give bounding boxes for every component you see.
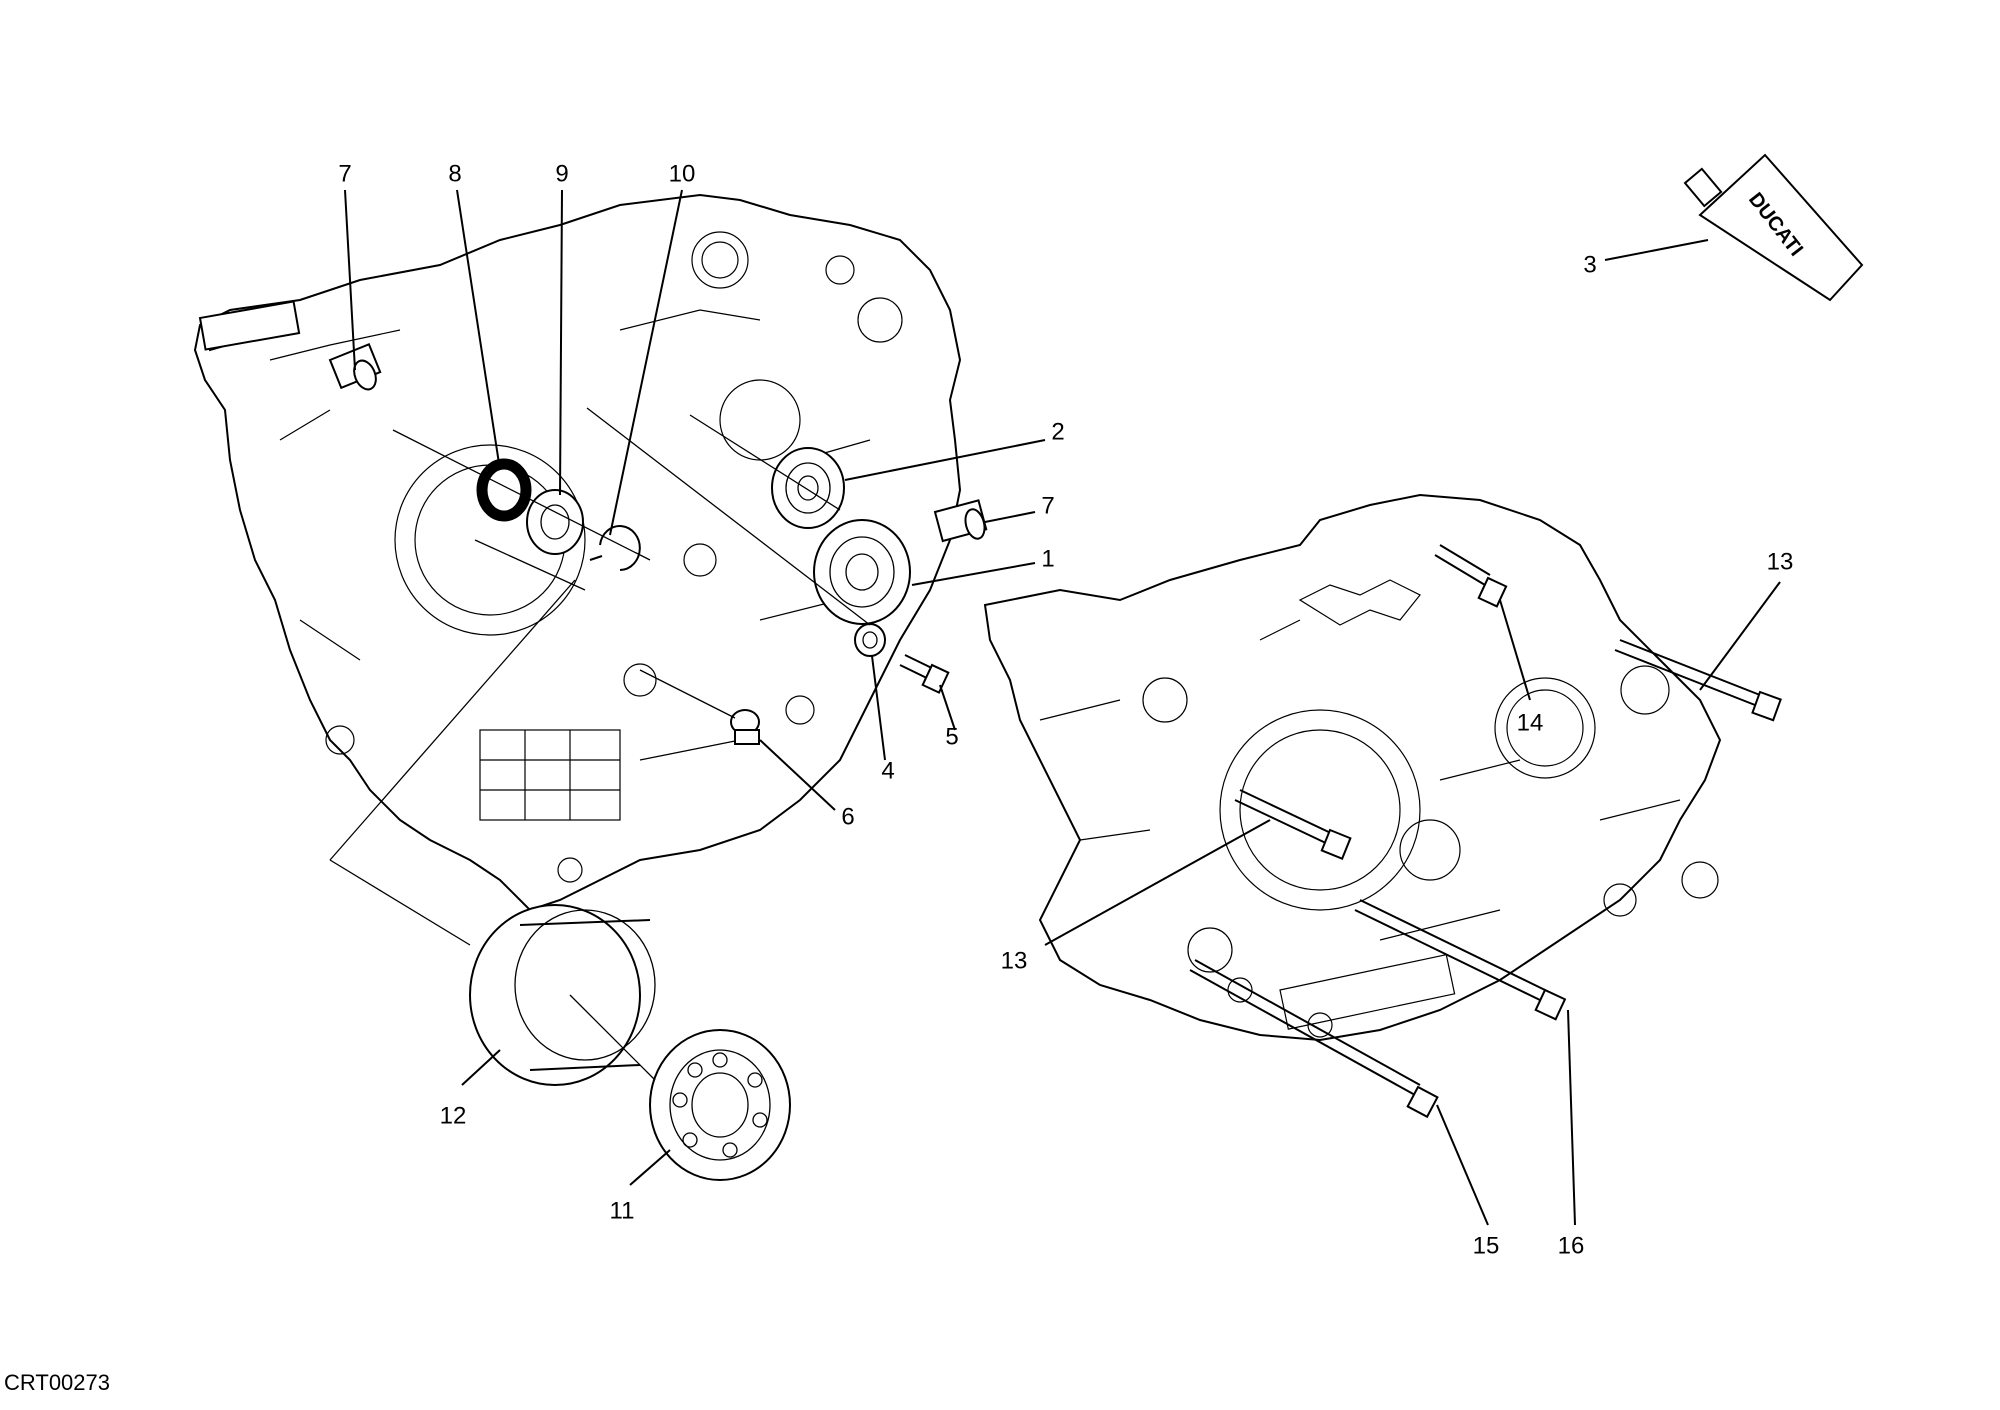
leader-lines (329, 189, 1781, 1226)
oil-seal-8 (476, 458, 532, 522)
callout-5: 5 (945, 723, 958, 750)
ball-bearing-1 (813, 519, 911, 625)
bolt-15 (1189, 959, 1439, 1119)
bolt-13-middle (1234, 789, 1352, 860)
callout-15: 15 (1473, 1232, 1500, 1259)
callout-16: 16 (1558, 1232, 1585, 1259)
dowel-pin-right (933, 499, 988, 543)
callout-8: 8 (448, 160, 461, 187)
roller-bearing-11 (649, 1029, 791, 1181)
sealant-tube-3: DUCATI (1683, 153, 1864, 302)
callout-7-top: 7 (338, 160, 351, 187)
bolt-14 (1434, 544, 1508, 608)
callout-12: 12 (440, 1102, 467, 1129)
plug-6 (730, 709, 760, 745)
callout-13-top: 13 (1767, 548, 1794, 575)
screw-5 (899, 654, 950, 694)
callout-13-middle: 13 (1001, 947, 1028, 974)
bolt-13-top (1614, 639, 1782, 722)
left-crankcase-half (193, 193, 962, 912)
callout-9: 9 (555, 160, 568, 187)
diagram-code: CRT00273 (4, 1370, 110, 1395)
right-crankcase-half (983, 493, 1722, 1042)
callout-1: 1 (1041, 545, 1054, 572)
callout-14: 14 (1517, 709, 1544, 736)
callout-labels: 7 8 9 10 3 2 7 1 13 14 5 4 6 13 12 11 15… (338, 160, 1793, 1259)
callout-2: 2 (1051, 418, 1064, 445)
callout-10: 10 (669, 160, 696, 187)
callout-4: 4 (881, 757, 894, 784)
ball-bearing-2 (771, 447, 845, 529)
bolt-16 (1354, 899, 1567, 1021)
circlip-10 (589, 525, 641, 571)
bushing-12 (469, 904, 656, 1086)
washer-4 (854, 623, 886, 657)
callout-11: 11 (610, 1197, 635, 1224)
callout-3: 3 (1583, 251, 1596, 278)
needle-bearing-9 (526, 489, 584, 555)
callout-7-right: 7 (1041, 492, 1054, 519)
callout-6: 6 (841, 803, 854, 830)
